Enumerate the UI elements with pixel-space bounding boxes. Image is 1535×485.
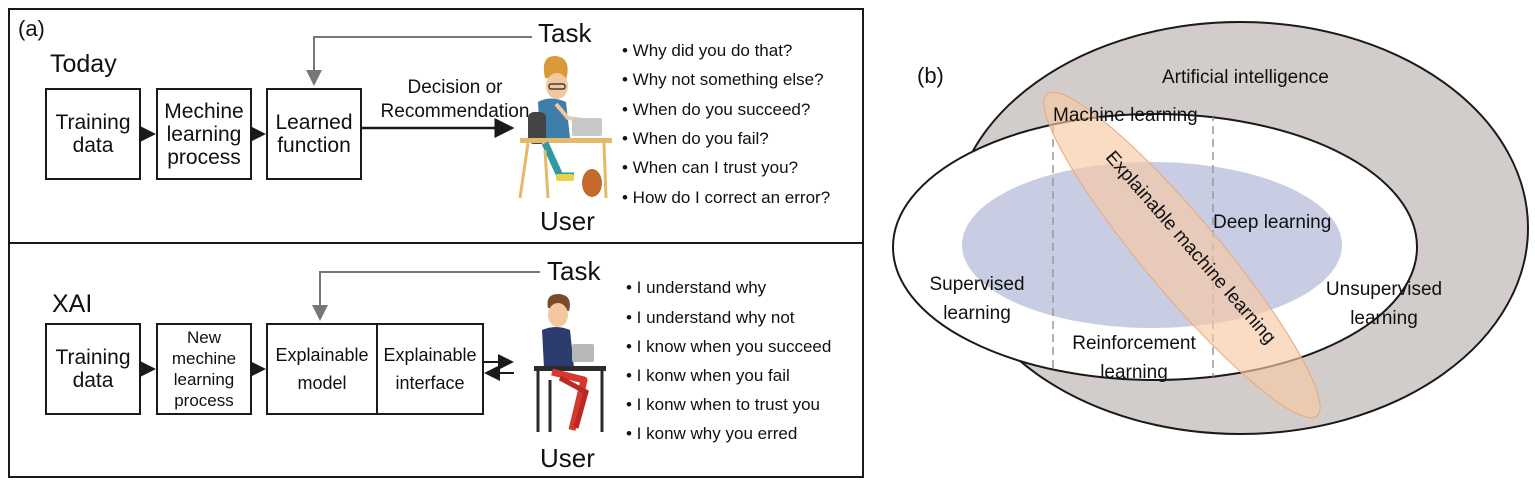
question-5: • When can I trust you?: [622, 158, 799, 177]
xai-task-feedback-arrow: [312, 271, 540, 321]
xai-user-illustration: [534, 293, 606, 432]
ml-label: Machine learning: [1053, 105, 1198, 126]
task-feedback-arrow: [306, 36, 532, 86]
explainable-model-box: Explainable model: [266, 323, 378, 415]
explainable-interface-box: Explainable interface: [376, 323, 484, 415]
question-4: • When do you fail?: [622, 129, 769, 148]
answer-5: • I konw when to trust you: [626, 395, 820, 414]
question-2: • Why not something else?: [622, 70, 824, 89]
xai-user-label: User: [540, 443, 595, 473]
xml-region: [1043, 91, 1321, 419]
answer-1: • I understand why: [626, 278, 767, 297]
reinforcement-label: Reinforcement learning: [1072, 333, 1196, 383]
answer-3: • I know when you succeed: [626, 337, 832, 356]
question-1: • Why did you do that?: [622, 41, 793, 60]
ai-label: Artificial intelligence: [1162, 67, 1329, 88]
xai-ml-process-box: New mechine learning process: [156, 323, 252, 415]
panel-a-connectors: [140, 36, 612, 432]
xai-training-data-box: Training data: [45, 323, 141, 415]
panel-a-label: (a): [18, 16, 45, 41]
supervised-label: Supervised learning: [929, 274, 1025, 324]
today-user-illustration: [518, 55, 612, 199]
dl-label: Deep learning: [1213, 212, 1332, 233]
venn-diagram: [892, 21, 1529, 435]
panel-a-xai-frame: [8, 242, 864, 478]
answer-2: • I understand why not: [626, 308, 795, 327]
today-user-label: User: [540, 206, 595, 236]
today-title: Today: [50, 50, 117, 78]
unsupervised-label: Unsupervised learning: [1325, 279, 1443, 329]
answer-6: • I konw why you erred: [626, 424, 798, 443]
today-task-label: Task: [538, 18, 592, 48]
xai-title: XAI: [52, 290, 93, 318]
panel-b-label: (b): [917, 63, 944, 88]
today-learned-function-box: Learned function: [266, 88, 362, 180]
today-ml-process-box: Mechine learning process: [156, 88, 252, 180]
today-training-data-box: Training data: [45, 88, 141, 180]
xai-task-label: Task: [547, 256, 601, 286]
question-3: • When do you succeed?: [622, 100, 811, 119]
answer-4: • I konw when you fail: [626, 366, 790, 385]
question-6: • How do I correct an error?: [622, 188, 831, 207]
decision-label: Decision or Recommendation: [380, 77, 530, 122]
